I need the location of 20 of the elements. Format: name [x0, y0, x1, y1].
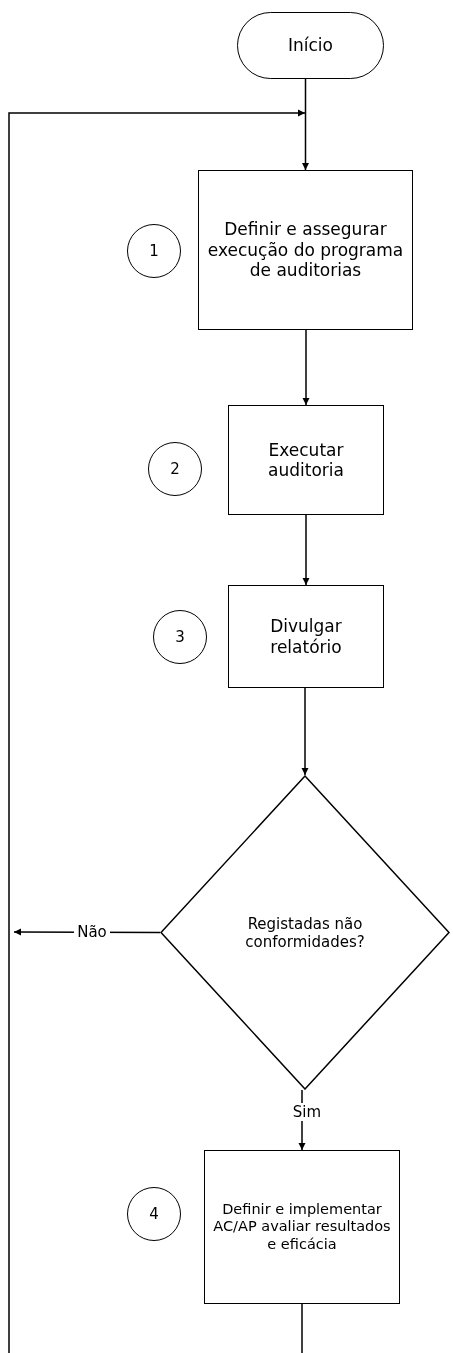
node-text: 4 [149, 1205, 159, 1223]
node-text: Executar auditoria [267, 439, 345, 481]
arrow [301, 687, 309, 776]
process-box [204, 1150, 400, 1304]
process-box [228, 405, 384, 515]
process-box [228, 585, 384, 688]
arrow [8, 109, 306, 1353]
node-text: Definir e assegurar execução do programa de auditorias [207, 219, 404, 281]
process-box [198, 170, 413, 330]
arrow [302, 329, 310, 406]
node-text: Início [288, 35, 333, 56]
arrow [301, 78, 310, 171]
node-text: Registadas não conformidades? [244, 914, 366, 951]
node-text: Definir e implementar AC/AP avaliar resultados e eficácia [212, 1200, 392, 1254]
node-text: 2 [170, 460, 180, 478]
node-text: 3 [175, 628, 185, 646]
node-text: 1 [149, 242, 159, 260]
decision-diamond [160, 775, 450, 1090]
node-text: Divulgar relatório [269, 616, 343, 657]
arrow [302, 514, 310, 586]
